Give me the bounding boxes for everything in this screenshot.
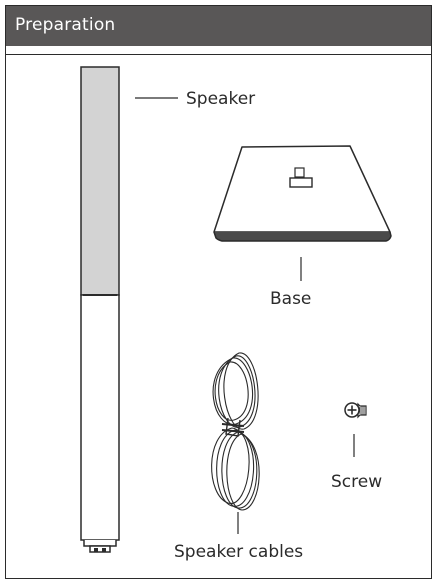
speaker-column-icon: [80, 66, 120, 553]
page-frame: Preparation: [5, 5, 432, 579]
header-divider: [6, 54, 431, 55]
screw-label: Screw: [331, 472, 383, 492]
base-label: Base: [270, 289, 312, 309]
speaker-cables-label: Speaker cables: [174, 542, 304, 562]
speaker-base-icon: [213, 145, 392, 242]
screw-icon: [344, 402, 367, 419]
coiled-cable-icon: [211, 352, 260, 511]
section-title: Preparation: [15, 15, 116, 35]
section-header: Preparation: [6, 6, 431, 46]
speaker-label: Speaker: [186, 89, 256, 109]
